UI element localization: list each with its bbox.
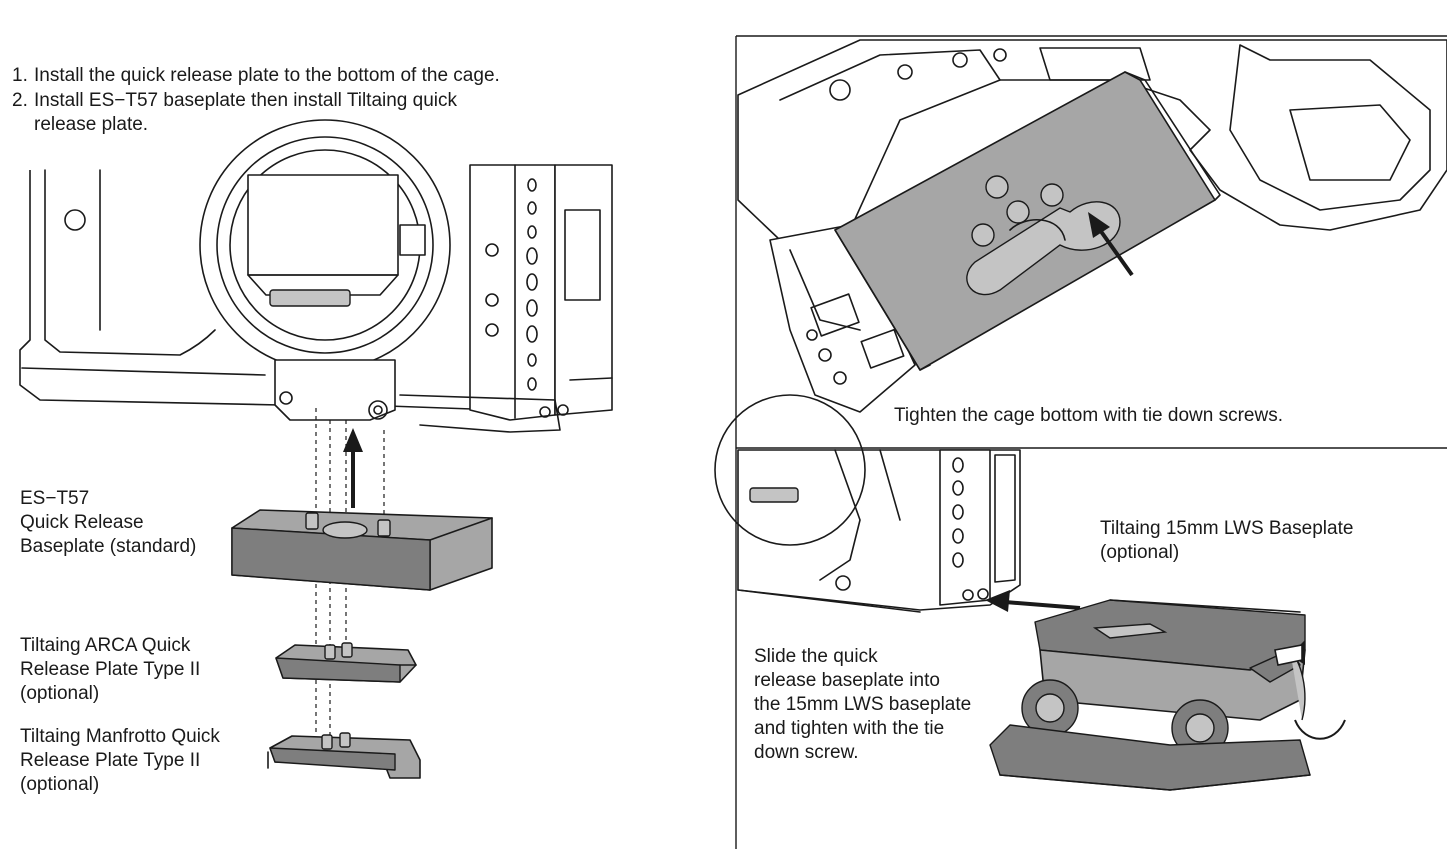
note-line: the 15mm LWS baseplate bbox=[754, 694, 972, 715]
label-line: Release Plate Type II bbox=[20, 750, 201, 771]
manfrotto-plate-drawing bbox=[267, 732, 421, 779]
note-line: down screw. bbox=[754, 742, 859, 763]
screw-pointer-arrow bbox=[1088, 212, 1134, 277]
label-line: Release Plate Type II bbox=[20, 659, 201, 680]
note-line: Slide the quick bbox=[754, 646, 878, 667]
up-arrow bbox=[343, 428, 363, 508]
cage-rail-holes bbox=[485, 178, 538, 391]
label-line: (optional) bbox=[20, 683, 100, 704]
es-t57-baseplate-drawing bbox=[231, 509, 493, 591]
manfrotto-plate-label: Tiltaing Manfrotto Quick Release Plate T… bbox=[20, 725, 220, 797]
step-text-line-1: Install ES−T57 baseplate then install Ti… bbox=[34, 90, 458, 111]
label-line: (optional) bbox=[20, 774, 100, 795]
slide-arrow bbox=[985, 590, 1081, 612]
label-line: Tiltaing Manfrotto Quick bbox=[20, 726, 220, 747]
cage-rail-holes-partial bbox=[952, 457, 964, 568]
slide-note: Slide the quick release baseplate into t… bbox=[754, 645, 971, 765]
step-number: 2. bbox=[12, 90, 28, 111]
label-line: ES−T57 bbox=[20, 488, 90, 509]
label-line: Baseplate (standard) bbox=[20, 536, 197, 557]
lws-baseplate-label: Tiltaing 15mm LWS Baseplate (optional) bbox=[1100, 517, 1353, 565]
step-text: Install the quick release plate to the b… bbox=[34, 65, 500, 86]
label-line: Tiltaing 15mm LWS Baseplate bbox=[1100, 518, 1354, 539]
rotate-arrow bbox=[1274, 640, 1346, 740]
camera-cage-partial-view bbox=[714, 394, 1021, 613]
note-line: and tighten with the tie bbox=[754, 718, 945, 739]
label-line: Tiltaing ARCA Quick bbox=[20, 635, 191, 656]
tighten-note: Tighten the cage bottom with tie down sc… bbox=[894, 405, 1283, 426]
cage-bottom-view bbox=[737, 39, 1447, 413]
step-text-line-2: release plate. bbox=[34, 114, 149, 135]
instruction-step-2: 2. Install ES−T57 baseplate then install … bbox=[12, 89, 457, 137]
mount-contacts bbox=[269, 289, 351, 307]
arca-plate-label: Tiltaing ARCA Quick Release Plate Type I… bbox=[20, 634, 200, 706]
instruction-step-1: 1. Install the quick release plate to the… bbox=[12, 64, 500, 88]
arca-plate-drawing bbox=[275, 642, 417, 683]
baseplate-label: ES−T57 Quick Release Baseplate (standard… bbox=[20, 487, 196, 559]
camera-cage-front-view bbox=[19, 119, 613, 433]
installed-plate-drawing bbox=[834, 71, 1221, 371]
label-line: Quick Release bbox=[20, 512, 144, 533]
lws-baseplate-drawing bbox=[989, 599, 1311, 791]
right-panel-frames bbox=[735, 35, 1447, 849]
label-line: (optional) bbox=[1100, 542, 1180, 563]
note-line: release baseplate into bbox=[754, 670, 940, 691]
step-number: 1. bbox=[12, 65, 28, 86]
